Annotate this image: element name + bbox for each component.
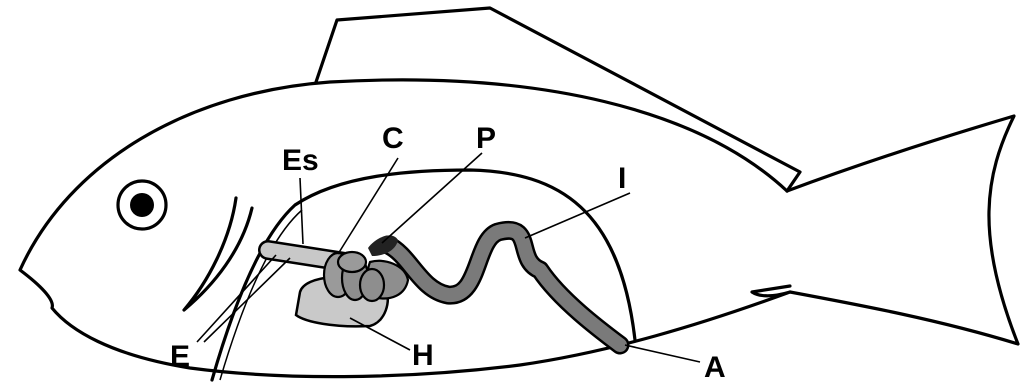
label-esophagus: Es — [282, 144, 319, 177]
fish-pupil — [130, 193, 154, 217]
label-intestine: I — [618, 162, 626, 195]
label-pylorus: P — [476, 122, 496, 155]
label-anus: A — [704, 351, 726, 384]
cecum-lobe — [338, 252, 366, 272]
leader-A — [625, 345, 700, 362]
label-ceca: C — [382, 122, 404, 155]
label-heart: H — [412, 339, 434, 372]
leader-I — [525, 193, 630, 238]
cecum-lobe — [360, 269, 384, 301]
pyloric-ceca — [324, 252, 384, 301]
leader-P — [382, 153, 482, 243]
tail-fin — [787, 116, 1018, 344]
dorsal-fin — [316, 8, 800, 191]
label-e: E — [170, 340, 190, 373]
body-cavity-inner — [220, 210, 302, 380]
leader-E2 — [204, 258, 290, 342]
leader-H — [350, 318, 410, 350]
